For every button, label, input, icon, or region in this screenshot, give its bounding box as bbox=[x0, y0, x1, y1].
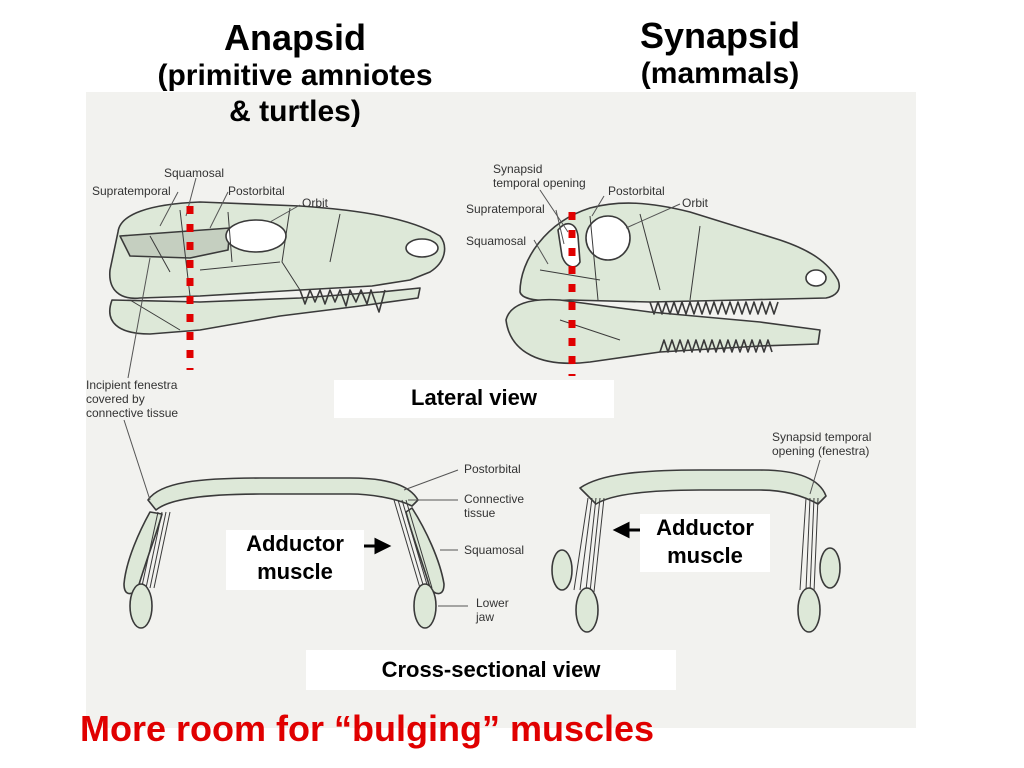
synapsid-name: Synapsid bbox=[639, 15, 801, 56]
synapsid-label-postorbital: Postorbital bbox=[608, 184, 665, 198]
anapsid-right-muscle bbox=[393, 499, 433, 589]
cross-sectional-view-box: Cross-sectional view bbox=[306, 650, 676, 690]
anapsid-sutures bbox=[129, 207, 341, 331]
synapsid-left-lower-jaw bbox=[575, 587, 599, 633]
synapsid-nostril bbox=[805, 269, 827, 287]
anapsid-label-squamosal: Squamosal bbox=[164, 166, 225, 180]
anapsid-label-incipient-fenestra: Incipient fenestra covered by connective… bbox=[86, 378, 178, 420]
anapsid-left-muscle bbox=[141, 511, 171, 589]
adductor-left-line2: muscle bbox=[257, 559, 333, 584]
synapsid-label-temporal-opening: Synapsid temporal opening bbox=[493, 162, 586, 190]
opening-line2: temporal opening bbox=[493, 176, 586, 190]
cross-label-lower-jaw: Lower jaw bbox=[476, 596, 509, 624]
synapsid-desc: (mammals) bbox=[640, 57, 800, 90]
synapsid-right-squamosal bbox=[819, 547, 841, 589]
synapsid-left-muscle bbox=[573, 497, 605, 593]
anapsid-label-postorbital: Postorbital bbox=[228, 184, 285, 198]
anapsid-cross-section bbox=[123, 477, 445, 629]
anapsid-right-squamosal bbox=[405, 507, 445, 595]
synapsid-orbit bbox=[585, 215, 631, 261]
synapsid-skull-roof bbox=[579, 469, 827, 505]
anapsid-temporal-hatch bbox=[119, 227, 231, 259]
anapsid-teeth bbox=[299, 289, 386, 313]
anapsid-title: Anapsid (primitive amniotes & turtles) bbox=[150, 18, 440, 130]
anapsid-cranium bbox=[109, 201, 446, 299]
anapsid-name: Anapsid bbox=[223, 17, 366, 58]
adductor-muscle-left-box: Adductor muscle bbox=[226, 530, 364, 590]
fenestra-line1: Synapsid temporal bbox=[772, 430, 872, 444]
synapsid-label-squamosal: Squamosal bbox=[466, 234, 527, 248]
connective-line2: tissue bbox=[464, 506, 496, 520]
cross-label-connective-tissue: Connective tissue bbox=[464, 492, 524, 520]
anapsid-label-orbit: Orbit bbox=[302, 196, 329, 210]
cross-label-squamosal: Squamosal bbox=[464, 543, 525, 557]
anapsid-left-lower-jaw bbox=[129, 583, 153, 629]
anapsid-orbit bbox=[225, 219, 287, 253]
incipient-line3: connective tissue bbox=[86, 406, 179, 420]
lower-jaw-line2: jaw bbox=[476, 610, 495, 624]
cross-label-postorbital: Postorbital bbox=[464, 462, 521, 476]
anapsid-skull-roof bbox=[147, 477, 419, 511]
cross-label-synapsid-fenestra: Synapsid temporal opening (fenestra) bbox=[772, 430, 871, 458]
synapsid-label-supratemporal: Supratemporal bbox=[466, 202, 545, 216]
incipient-line1: Incipient fenestra bbox=[86, 378, 178, 392]
incipient-line2: covered by bbox=[86, 392, 145, 406]
lower-jaw-line1: Lower bbox=[476, 596, 509, 610]
adductor-right-line1: Adductor bbox=[656, 515, 754, 540]
lateral-view-box: Lateral view bbox=[334, 380, 614, 418]
anapsid-label-supratemporal: Supratemporal bbox=[92, 184, 171, 198]
synapsid-sutures bbox=[539, 213, 701, 341]
adductor-right-line2: muscle bbox=[667, 543, 743, 568]
adductor-muscle-right-box: Adductor muscle bbox=[640, 514, 770, 572]
synapsid-upper-teeth bbox=[649, 301, 779, 315]
opening-line1: Synapsid bbox=[493, 162, 543, 176]
leader-lines bbox=[123, 177, 821, 607]
anapsid-right-lower-jaw bbox=[413, 583, 437, 629]
anapsid-left-squamosal bbox=[123, 511, 163, 595]
synapsid-right-lower-jaw bbox=[797, 587, 821, 633]
connective-line1: Connective bbox=[464, 492, 525, 506]
lateral-view-label: Lateral view bbox=[411, 385, 537, 410]
synapsid-left-squamosal bbox=[551, 549, 573, 591]
anapsid-lower-jaw bbox=[109, 287, 421, 335]
adductor-left-line1: Adductor bbox=[246, 531, 344, 556]
synapsid-right-muscle bbox=[799, 497, 819, 593]
synapsid-lower-teeth bbox=[659, 339, 773, 353]
synapsid-title: Synapsid (mammals) bbox=[600, 16, 840, 92]
synapsid-cross-section bbox=[551, 469, 841, 633]
synapsid-label-orbit: Orbit bbox=[682, 196, 709, 210]
anapsid-desc-line1: (primitive amniotes bbox=[157, 59, 433, 92]
bottom-caption: More room for “bulging” muscles bbox=[80, 708, 655, 749]
anapsid-nostril bbox=[405, 238, 439, 258]
anapsid-skull bbox=[109, 201, 446, 335]
synapsid-skull bbox=[505, 202, 841, 364]
fenestra-line2: opening (fenestra) bbox=[772, 444, 870, 458]
cross-sectional-view-label: Cross-sectional view bbox=[381, 657, 601, 682]
anapsid-desc-line2: & turtles) bbox=[229, 95, 361, 128]
synapsid-lower-jaw bbox=[505, 298, 821, 364]
